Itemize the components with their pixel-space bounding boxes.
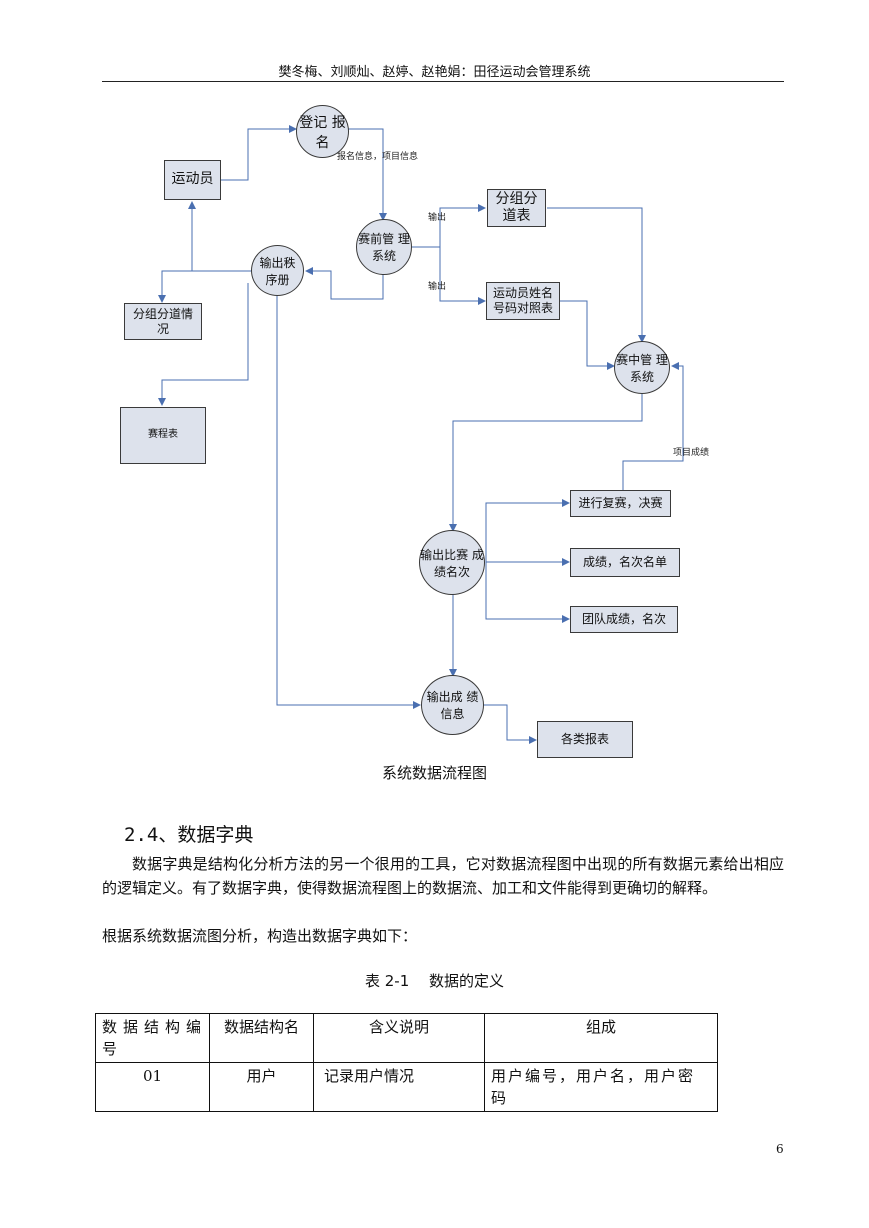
- data-flow-diagram: 运动员 登记 报名 报名信息，项目信息 赛前管 理系统 输出 输出 分组分 道表…: [120, 105, 710, 758]
- section-heading: 2.4、数据字典: [124, 824, 254, 846]
- output-results-process: 输出比赛 成绩名次: [419, 530, 485, 595]
- name-number-table-store: 运动员姓名 号码对照表: [486, 282, 560, 320]
- section-paragraph-1: 数据字典是结构化分析方法的另一个很用的工具，它对数据流程图中出现的所有数据元素给…: [102, 855, 784, 897]
- schedule-entity: 赛程表: [120, 407, 206, 464]
- flow-outputinfo-reports: [484, 704, 537, 744]
- flow-midmgmt-results: [449, 393, 643, 532]
- flow-premgmt-grouping: [412, 204, 486, 248]
- grouping-status-label-2: 况: [156, 321, 169, 336]
- name-number-label-2: 号码对照表: [492, 301, 553, 315]
- output-label-1: 输出: [428, 213, 447, 223]
- table-caption: 表 2-1 数据的定义: [364, 972, 505, 990]
- signup-info-label: 报名信息，项目信息: [337, 152, 419, 162]
- table-row: 01 用户 记录用户情况 用户编号，用户名，用户密码: [95, 1062, 718, 1112]
- table-header-row: 数据结构编号 数据结构名 含义说明 组成: [95, 1013, 718, 1063]
- header-rule: [102, 81, 784, 82]
- flow-results-rematch: [485, 499, 570, 562]
- register-label-2: 报名: [315, 114, 346, 151]
- pre-mgmt-label-1: 赛前管: [358, 232, 395, 246]
- table-cell: 用户编号，用户名，用户密码: [484, 1062, 718, 1112]
- output-info-label-1: 输出成: [426, 690, 463, 704]
- athlete-label: 运动员: [171, 171, 214, 188]
- flow-connectors: [158, 125, 684, 744]
- mid-mgmt-label-2: 理系统: [629, 352, 668, 384]
- flow-grouping-midmgmt: [547, 207, 646, 343]
- output-label-2: 输出: [428, 282, 447, 292]
- flow-athlete-register: [220, 125, 297, 181]
- name-number-label-1: 运动员姓名: [492, 286, 553, 300]
- output-order-process: 输出秩 序册: [251, 245, 304, 296]
- athlete-entity: 运动员: [164, 160, 221, 200]
- pre-mgmt-process: 赛前管 理系统: [356, 219, 412, 275]
- diagram-caption: 系统数据流程图: [381, 764, 487, 782]
- score-list-label: 成绩，名次名单: [582, 555, 667, 569]
- table-cell: 用户: [209, 1062, 314, 1112]
- mid-mgmt-process: 赛中管 理系统: [614, 341, 670, 394]
- team-score-entity: 团队成绩，名次: [570, 606, 678, 633]
- team-score-label: 团队成绩，名次: [581, 612, 666, 626]
- flow-outputorder-outputinfo: [276, 293, 421, 709]
- grouping-status-label-1: 分组分道情: [132, 306, 193, 321]
- table-cell: 01: [95, 1062, 210, 1112]
- grouping-label-2: 道表: [502, 208, 531, 224]
- table-cell: 记录用户情况: [313, 1062, 485, 1112]
- flow-results-teamscore: [485, 562, 570, 623]
- reports-entity: 各类报表: [537, 721, 633, 758]
- output-order-label-2: 序册: [265, 272, 290, 287]
- flow-namenumber-midmgmt: [560, 300, 615, 370]
- reports-label: 各类报表: [560, 732, 609, 746]
- register-label-1: 登记: [299, 114, 328, 131]
- score-list-entity: 成绩，名次名单: [570, 548, 680, 577]
- output-results-label-2: 成绩名次: [433, 547, 484, 579]
- schedule-label: 赛程表: [148, 429, 178, 441]
- flow-outputorder-groupstatus: [158, 270, 192, 303]
- output-order-label-1: 输出秩: [259, 255, 296, 270]
- flow-eventresults-feedback: [622, 362, 684, 490]
- table-header-cell: 组成: [484, 1013, 718, 1063]
- table-header-cell: 含义说明: [313, 1013, 485, 1063]
- table-header-cell: 数据结构名: [209, 1013, 314, 1063]
- output-info-label-2: 绩信息: [440, 690, 479, 721]
- register-process: 登记 报名: [296, 105, 349, 158]
- table-header-cell: 数据结构编号: [95, 1013, 210, 1063]
- pre-mgmt-label-2: 理系统: [371, 232, 410, 263]
- flow-outputorder-schedule: [158, 283, 249, 406]
- running-header: 樊冬梅、刘顺灿、赵婷、赵艳娟：田径运动会管理系统: [278, 65, 591, 80]
- rematch-label: 进行复赛，决赛: [578, 496, 663, 510]
- flow-outputorder-athlete: [188, 201, 251, 272]
- output-info-process: 输出成 绩信息: [421, 675, 484, 735]
- data-definition-table: 数据结构编号 数据结构名 含义说明 组成 01 用户 记录用户情况 用户编号，用…: [95, 1013, 718, 1112]
- section-paragraph-2: 根据系统数据流图分析，构造出数据字典如下：: [102, 927, 418, 945]
- rematch-entity: 进行复赛，决赛: [570, 490, 671, 517]
- grouping-table-store: 分组分 道表: [487, 189, 546, 227]
- event-results-label: 项目成绩: [673, 448, 710, 458]
- flow-premgmt-outputorder: [305, 267, 384, 300]
- flow-premgmt-namenumber: [412, 246, 486, 305]
- output-results-label-1: 输出比赛: [420, 547, 469, 562]
- flow-register-premgmt: [348, 128, 387, 221]
- grouping-label-1: 分组分: [495, 190, 538, 207]
- grouping-status-entity: 分组分道情 况: [124, 303, 202, 340]
- page-number: 6: [776, 1142, 784, 1156]
- mid-mgmt-label-1: 赛中管: [616, 352, 653, 367]
